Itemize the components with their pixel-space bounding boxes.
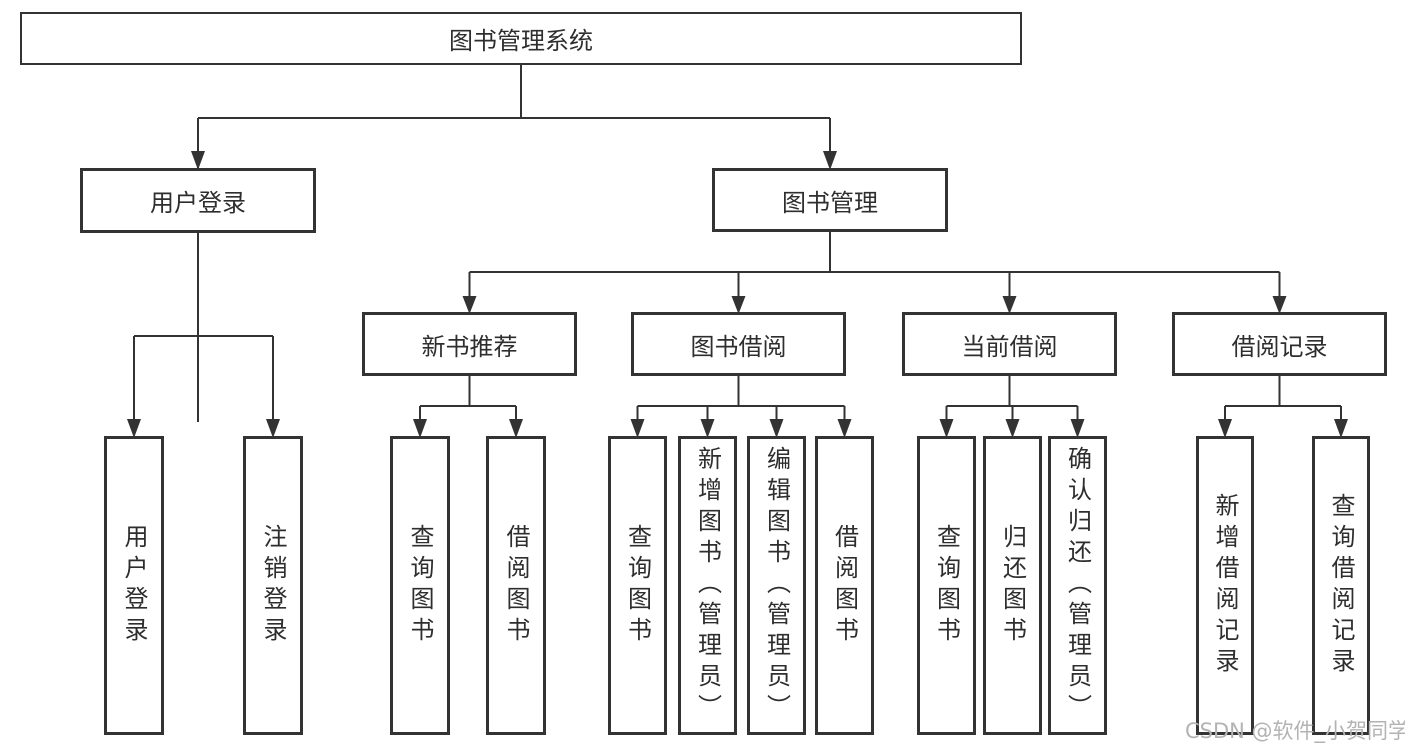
leaf-user-login: 用户登录 — [104, 436, 164, 735]
connector-root-to-level1 — [197, 65, 831, 422]
node-group-borrow-records: 借阅记录 — [1172, 312, 1387, 376]
arrowheads — [127, 151, 1348, 438]
leaf-user-login-label: 用户登录 — [120, 523, 148, 648]
node-root: 图书管理系统 — [20, 12, 1022, 65]
node-group-book-borrow: 图书借阅 — [631, 312, 846, 376]
node-group-current-borrow-label: 当前借阅 — [961, 332, 1058, 361]
leaf-cb-query-books-label: 查询图书 — [932, 523, 961, 648]
leaf-bb-add-books-admin: 新增图书（管理员） — [678, 436, 737, 735]
leaf-br-query-record: 查询借阅记录 — [1312, 436, 1370, 735]
node-book-mgmt-label: 图书管理 — [782, 188, 878, 217]
leaf-bb-borrow-books-label: 借阅图书 — [830, 523, 859, 648]
node-group-new-book-rec-label: 新书推荐 — [421, 332, 518, 361]
connector-bookborrow-to-leaves — [636, 376, 846, 422]
leaf-cb-return-books: 归还图书 — [983, 436, 1042, 735]
connector-userlogin-to-leaves — [133, 233, 274, 422]
leaf-cb-return-books-label: 归还图书 — [998, 523, 1027, 648]
node-book-mgmt: 图书管理 — [712, 168, 948, 232]
leaf-bb-borrow-books: 借阅图书 — [815, 436, 874, 735]
leaf-bb-query-books-label: 查询图书 — [623, 523, 652, 648]
leaf-nbr-query-books-label: 查询图书 — [406, 523, 434, 648]
leaf-cb-query-books: 查询图书 — [917, 436, 976, 735]
node-root-label: 图书管理系统 — [449, 27, 593, 55]
node-group-current-borrow: 当前借阅 — [902, 312, 1117, 376]
leaf-nbr-query-books: 查询图书 — [390, 436, 450, 735]
connector-borrowrecords-to-leaves — [1224, 376, 1342, 422]
leaf-nbr-borrow-books-label: 借阅图书 — [502, 523, 530, 648]
leaf-bb-add-books-admin-label: 新增图书（管理员） — [693, 446, 722, 725]
watermark: CSDN @软件_小贺同学 — [1185, 719, 1405, 743]
node-user-login-label: 用户登录 — [150, 189, 246, 217]
leaf-bb-query-books: 查询图书 — [608, 436, 667, 735]
connector-bookmgmt-to-groups — [468, 232, 1281, 298]
node-group-new-book-rec: 新书推荐 — [362, 312, 577, 376]
leaf-logout-label: 注销登录 — [259, 523, 287, 648]
connector-currentborrow-to-leaves — [945, 376, 1079, 422]
node-user-login: 用户登录 — [80, 168, 316, 233]
leaf-br-add-record-label: 新增借阅记录 — [1211, 492, 1239, 679]
leaf-br-add-record: 新增借阅记录 — [1196, 436, 1254, 735]
leaf-br-query-record-label: 查询借阅记录 — [1327, 492, 1355, 679]
leaf-cb-confirm-return-admin-label: 确认归还（管理员） — [1063, 446, 1092, 725]
leaf-logout: 注销登录 — [243, 436, 303, 735]
node-group-book-borrow-label: 图书借阅 — [690, 332, 787, 361]
leaf-bb-edit-books-admin-label: 编辑图书（管理员） — [762, 446, 791, 725]
leaf-cb-confirm-return-admin: 确认归还（管理员） — [1048, 436, 1107, 735]
node-group-borrow-records-label: 借阅记录 — [1231, 332, 1328, 361]
connector-newbookrec-to-leaves — [419, 376, 517, 422]
leaf-bb-edit-books-admin: 编辑图书（管理员） — [747, 436, 806, 735]
leaf-nbr-borrow-books: 借阅图书 — [486, 436, 546, 735]
